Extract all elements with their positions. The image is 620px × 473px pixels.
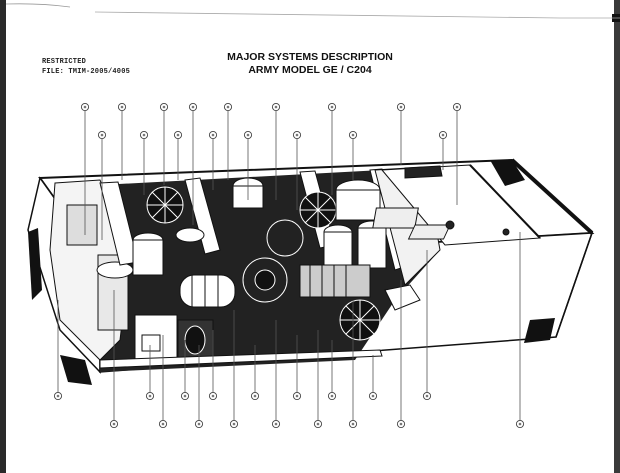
title-line-1: MAJOR SYSTEMS DESCRIPTION: [227, 51, 393, 63]
callout-number-glyph: [191, 105, 195, 109]
interior-machinery: [49, 168, 440, 372]
callout-number-glyph: [112, 422, 116, 426]
callout-number-glyph: [316, 422, 320, 426]
title-line-2: ARMY MODEL GE / C204: [248, 64, 372, 76]
container-corners: [28, 160, 555, 385]
callout-number-glyph: [274, 105, 278, 109]
right-compartment: [372, 164, 542, 286]
callout-number-glyph: [295, 133, 299, 137]
callout-number-glyph: [226, 105, 230, 109]
callout-number-glyph: [161, 422, 165, 426]
file-label: FILE: TMIM-2005/4005: [42, 68, 131, 76]
callout-number-glyph: [330, 105, 334, 109]
callout-number-glyph: [425, 394, 429, 398]
fan-icon: [146, 186, 381, 341]
callout-number-glyph: [100, 133, 104, 137]
callout-number-glyph: [232, 422, 236, 426]
callout-number-glyph: [142, 133, 146, 137]
callout-number-glyph: [441, 133, 445, 137]
callout-number-glyph: [274, 422, 278, 426]
callout-number-glyph: [148, 394, 152, 398]
callout-number-glyph: [399, 105, 403, 109]
callout-number-glyph: [253, 394, 257, 398]
document-title: MAJOR SYSTEMS DESCRIPTION ARMY MODEL GE …: [200, 51, 420, 77]
document-header: RESTRICTED FILE: TMIM-2005/4005: [42, 57, 130, 77]
callout-number-glyph: [399, 422, 403, 426]
callout-number-glyph: [351, 422, 355, 426]
callout-number-glyph: [83, 105, 87, 109]
callout-markers: [53, 102, 525, 429]
callout-number-glyph: [295, 394, 299, 398]
callout-number-glyph: [351, 133, 355, 137]
callout-number-glyph: [211, 394, 215, 398]
callout-number-glyph: [183, 394, 187, 398]
callout-number-glyph: [162, 105, 166, 109]
callout-number-glyph: [197, 422, 201, 426]
page-curl-line: [5, 3, 620, 19]
callout-number-glyph: [120, 105, 124, 109]
callout-number-glyph: [211, 133, 215, 137]
callout-number-glyph: [330, 394, 334, 398]
scan-edge-right: [614, 0, 620, 473]
callout-number-glyph: [371, 394, 375, 398]
engine-block: [179, 219, 371, 308]
scan-edge-left: [0, 0, 6, 473]
callout-number-glyph: [518, 422, 522, 426]
callout-number-glyph: [56, 394, 60, 398]
callout-number-glyph: [455, 105, 459, 109]
cylinder-tanks: [132, 177, 387, 276]
classification-label: RESTRICTED: [42, 58, 87, 66]
callout-number-glyph: [246, 133, 250, 137]
callout-number-glyph: [176, 133, 180, 137]
